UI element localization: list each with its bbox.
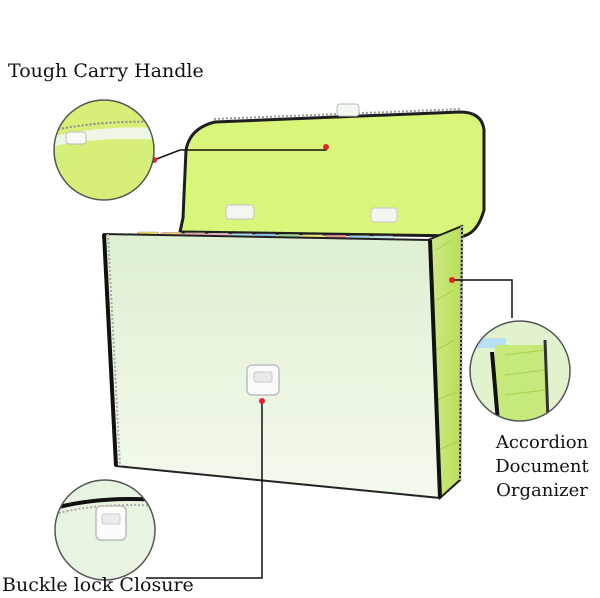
zoom-circle-handle <box>53 99 155 201</box>
callout-label-accordion: Accordion Document Organizer <box>486 431 598 503</box>
lid-handle-tab <box>336 103 360 117</box>
inner-clip-left <box>225 204 255 220</box>
folder-lid <box>178 110 486 238</box>
inner-clip-right <box>370 207 398 223</box>
callout-label-buckle: Buckle lock Closure <box>2 574 194 596</box>
callout-dot-buckle <box>259 398 265 404</box>
callout-label-handle: Tough Carry Handle <box>8 60 204 82</box>
accordion-line-1: Accordion <box>495 432 589 453</box>
buckle-lock <box>246 364 280 396</box>
zoom-circle-accordion <box>469 320 571 422</box>
callout-dot-accordion <box>449 277 455 283</box>
callout-dot-handle <box>323 144 329 150</box>
accordion-line-3: Organizer <box>496 480 588 501</box>
accordion-line-2: Document <box>495 456 589 477</box>
zoom-circle-buckle <box>54 479 156 581</box>
